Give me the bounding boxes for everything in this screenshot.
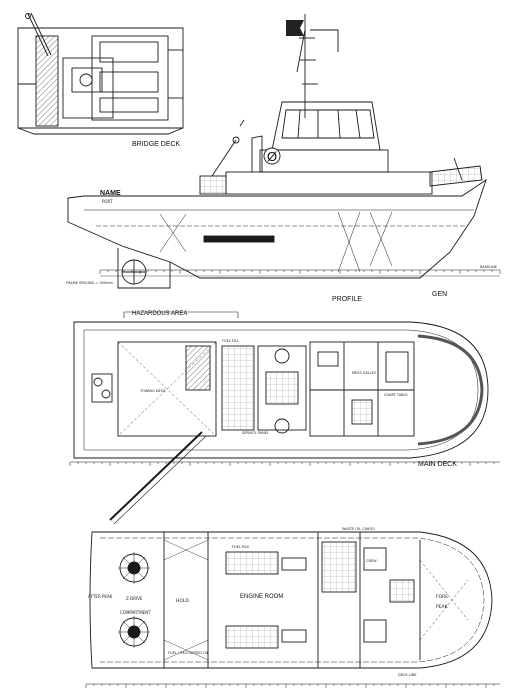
chart-table-label: CHART TABLE — [384, 393, 408, 397]
fuel-tank-label: FUEL P&S — [232, 545, 250, 549]
profile-title: PROFILE — [332, 296, 362, 303]
fuel-fill-label: FUEL FILL — [222, 339, 239, 343]
flag-icon — [286, 20, 304, 36]
bridge-deck-title: BRIDGE DECK — [132, 141, 181, 148]
baseline-label: BASELINE — [480, 265, 497, 269]
frame-ticks — [69, 270, 501, 688]
deck-line-label: DECK LINE — [398, 673, 417, 677]
service-panel-label: SERVICE PANEL — [242, 431, 269, 435]
main-deck-view — [70, 311, 500, 525]
gen-label: GEN — [432, 291, 447, 298]
profile-view — [67, 14, 500, 289]
waste-oil-label: WASTE OIL CARGO — [342, 527, 375, 531]
hull-port-plate: PORT — [102, 199, 113, 204]
lower-deck-view — [86, 531, 500, 685]
compartment-label: COMPARTMENT — [120, 610, 151, 615]
funnel-symbol: Ø — [267, 149, 277, 164]
fore-label: FORE — [436, 594, 448, 600]
towing-deck-label: TOWING DECK — [139, 389, 166, 393]
hazardous-area-label: HAZARDOUS AREA — [132, 311, 187, 317]
fore-peak-label: PEAK — [436, 604, 449, 610]
bridge-deck-view — [17, 12, 184, 135]
crew-label: CREW — [366, 559, 377, 563]
after-peak-label: AFTER PEAK — [88, 594, 113, 599]
hull-name-plate: NAME — [100, 190, 121, 197]
frame-spacing-label: FRAME SPACING = 500mm — [66, 281, 114, 285]
z-drive-label: Z-DRIVE — [126, 596, 143, 601]
mess-galley-label: MESS GALLEY — [352, 371, 377, 375]
fuel-recovered-label: FUEL / RECOVERED OIL — [168, 651, 209, 655]
main-deck-title: MAIN DECK — [418, 461, 457, 468]
hold-label: HOLD — [176, 598, 189, 604]
engine-room-label: ENGINE ROOM — [240, 594, 283, 600]
